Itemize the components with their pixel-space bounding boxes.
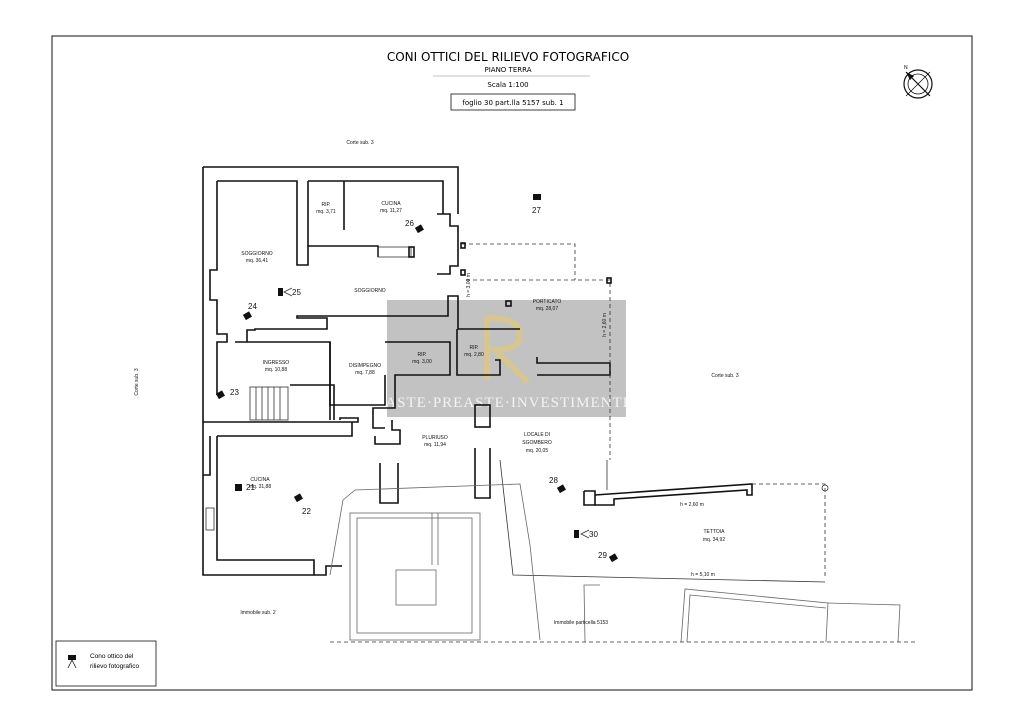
svg-text:23: 23 bbox=[230, 388, 239, 397]
area-label-corte-left: Corte sub. 3 bbox=[134, 368, 140, 395]
svg-text:mq. 11,27: mq. 11,27 bbox=[380, 208, 402, 214]
svg-text:INGRESSO: INGRESSO bbox=[263, 360, 290, 366]
svg-text:27: 27 bbox=[532, 206, 541, 215]
svg-text:RIP.: RIP. bbox=[417, 352, 426, 358]
svg-text:PORTICATO: PORTICATO bbox=[533, 299, 562, 305]
area-label-immobile-sub2: Immobile sub. 2 bbox=[240, 610, 276, 616]
camera-26: 26 bbox=[405, 219, 424, 234]
camera-icon bbox=[414, 224, 424, 234]
camera-icon bbox=[533, 194, 541, 200]
drawing-title: CONI OTTICI DEL RILIEVO FOTOGRAFICO bbox=[387, 50, 629, 64]
svg-text:LOCALE DI: LOCALE DI bbox=[524, 432, 550, 438]
camera-icon bbox=[235, 484, 242, 491]
svg-text:mq. 31,88: mq. 31,88 bbox=[249, 484, 271, 490]
room-rip-1: RIP.mq. 3,71 bbox=[316, 202, 336, 215]
svg-text:PLURIUSO: PLURIUSO bbox=[422, 435, 448, 441]
watermark-text: ASTE·PREASTE·INVESTIMENTI bbox=[385, 395, 628, 411]
svg-text:mq. 3,00: mq. 3,00 bbox=[412, 359, 432, 365]
svg-text:mq. 10,88: mq. 10,88 bbox=[265, 367, 287, 373]
svg-text:RIP.: RIP. bbox=[321, 202, 330, 208]
camera-icon bbox=[574, 530, 579, 538]
height-porticato-2: h = 2,60 m bbox=[602, 313, 608, 337]
svg-text:CUCINA: CUCINA bbox=[250, 477, 270, 483]
camera-22: 22 bbox=[293, 493, 311, 516]
camera-legend-icon bbox=[67, 655, 77, 669]
svg-text:DISIMPEGNO: DISIMPEGNO bbox=[349, 363, 381, 369]
camera-icon bbox=[608, 553, 618, 563]
reference-box bbox=[450, 93, 576, 111]
height-porticato: h = 3,00 m bbox=[466, 273, 472, 297]
room-rip-3: RIP.mq. 2,80 bbox=[464, 345, 484, 358]
room-tettoia: TETTOIA mq. 34,92 bbox=[703, 529, 725, 543]
svg-text:SOGGIORNO: SOGGIORNO bbox=[241, 251, 273, 257]
camera-21: 21 bbox=[235, 483, 255, 492]
sheet-frame bbox=[51, 35, 973, 691]
svg-text:28: 28 bbox=[549, 476, 558, 485]
area-label-immobile-5153: Immobile particella 5153 bbox=[554, 620, 608, 626]
camera-29: 29 bbox=[598, 551, 618, 563]
camera-27: 27 bbox=[532, 194, 541, 215]
drawing-subtitle: PIANO TERRA bbox=[485, 66, 532, 74]
svg-text:24: 24 bbox=[248, 302, 257, 311]
svg-text:21: 21 bbox=[246, 483, 255, 492]
svg-text:25: 25 bbox=[292, 288, 301, 297]
height-tettoia-1: h = 2,60 m bbox=[680, 502, 704, 508]
legend: Cono ottico del rilievo fotografico bbox=[55, 640, 157, 687]
svg-text:mq. 20,05: mq. 20,05 bbox=[526, 448, 548, 454]
svg-text:30: 30 bbox=[589, 530, 598, 539]
building-walls bbox=[202, 166, 918, 643]
svg-text:mq. 36,41: mq. 36,41 bbox=[246, 258, 268, 264]
svg-text:mq. 2,80: mq. 2,80 bbox=[464, 352, 484, 358]
svg-text:SGOMBERO: SGOMBERO bbox=[522, 440, 552, 446]
camera-icon bbox=[556, 484, 566, 494]
svg-text:mq. 11,94: mq. 11,94 bbox=[424, 442, 446, 448]
drawing-scale: Scala 1:100 bbox=[487, 81, 528, 89]
camera-23: 23 bbox=[215, 388, 239, 400]
area-label-corte-top: Corte sub. 3 bbox=[346, 140, 373, 146]
svg-text:mq. 28,07: mq. 28,07 bbox=[536, 306, 558, 312]
camera-25: 25 bbox=[278, 287, 301, 297]
legend-line-2: rilievo fotografico bbox=[90, 663, 140, 670]
room-soggiorno-2: SOGGIORNO bbox=[354, 288, 386, 294]
svg-text:22: 22 bbox=[302, 507, 311, 516]
svg-text:TETTOIA: TETTOIA bbox=[703, 529, 725, 535]
svg-text:RIP.: RIP. bbox=[469, 345, 478, 351]
area-label-corte-right: Corte sub. 3 bbox=[711, 373, 738, 379]
svg-text:mq. 34,92: mq. 34,92 bbox=[703, 537, 725, 543]
legend-line-1: Cono ottico del bbox=[90, 653, 134, 660]
camera-icon bbox=[278, 288, 283, 296]
room-rip-2: RIP.mq. 3,00 bbox=[412, 352, 432, 365]
camera-icon bbox=[242, 311, 252, 321]
room-locale-sgombero: LOCALE DI SGOMBERO mq. 20,05 bbox=[522, 432, 552, 454]
compass-north-label: N bbox=[904, 65, 908, 71]
svg-text:mq. 3,71: mq. 3,71 bbox=[316, 209, 336, 215]
svg-text:29: 29 bbox=[598, 551, 607, 560]
north-compass-icon: N bbox=[903, 65, 933, 99]
camera-icon bbox=[215, 390, 225, 400]
camera-30: 30 bbox=[574, 529, 598, 539]
camera-28: 28 bbox=[549, 476, 566, 494]
svg-text:CUCINA: CUCINA bbox=[381, 201, 401, 207]
camera-24: 24 bbox=[242, 302, 257, 321]
cadastral-reference: foglio 30 part.lla 5157 sub. 1 bbox=[462, 99, 563, 107]
svg-text:26: 26 bbox=[405, 219, 414, 228]
svg-text:mq. 7,88: mq. 7,88 bbox=[355, 370, 375, 376]
height-tettoia-2: h = 5,10 m bbox=[691, 572, 715, 578]
svg-text:SOGGIORNO: SOGGIORNO bbox=[354, 288, 386, 294]
camera-icon bbox=[293, 493, 303, 503]
